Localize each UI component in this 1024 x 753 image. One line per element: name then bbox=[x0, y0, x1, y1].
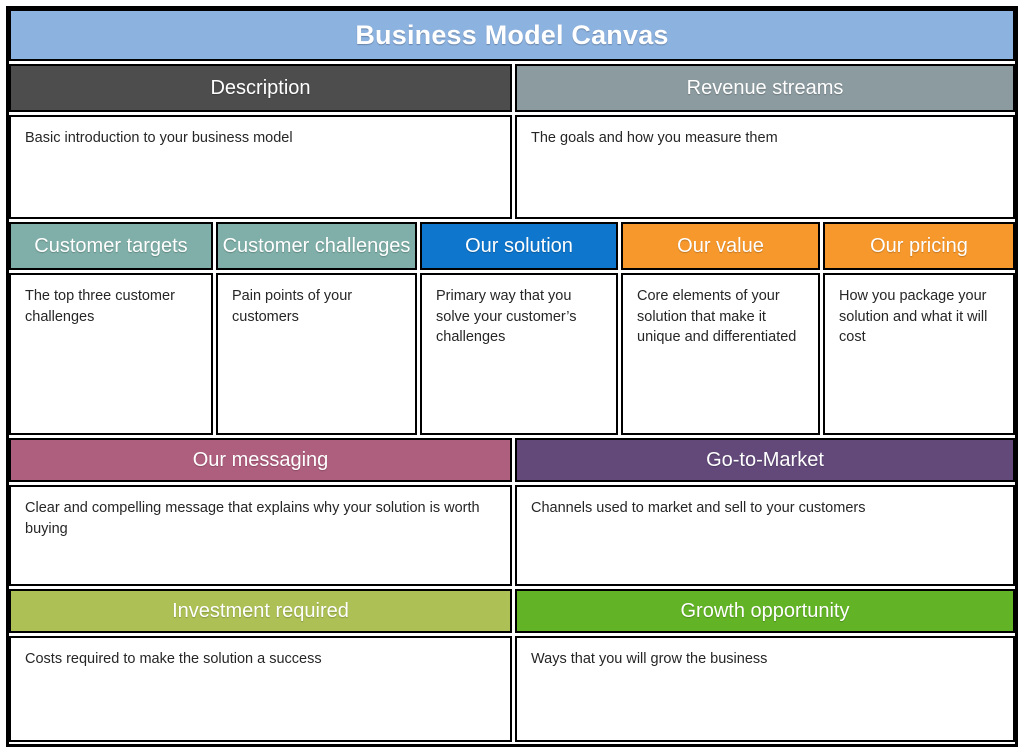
band-messaging-gtm-bodies: Clear and compelling message that explai… bbox=[9, 485, 1015, 586]
band-five-column-bodies: The top three customer challenges Pain p… bbox=[9, 273, 1015, 435]
header-revenue-streams[interactable]: Revenue streams bbox=[515, 64, 1015, 112]
header-customer-targets[interactable]: Customer targets bbox=[9, 222, 213, 270]
header-go-to-market[interactable]: Go-to-Market bbox=[515, 438, 1015, 482]
band-investment-growth-bodies: Costs required to make the solution a su… bbox=[9, 636, 1015, 742]
header-growth-opportunity[interactable]: Growth opportunity bbox=[515, 589, 1015, 633]
canvas-grid: Business Model Canvas Description Revenu… bbox=[9, 9, 1015, 744]
body-our-pricing[interactable]: How you package your solution and what i… bbox=[823, 273, 1015, 435]
body-our-solution[interactable]: Primary way that you solve your customer… bbox=[420, 273, 618, 435]
band-description-revenue-bodies: Basic introduction to your business mode… bbox=[9, 115, 1015, 219]
header-our-pricing[interactable]: Our pricing bbox=[823, 222, 1015, 270]
body-growth-opportunity[interactable]: Ways that you will grow the business bbox=[515, 636, 1015, 742]
band-messaging-gtm-headers: Our messaging Go-to-Market bbox=[9, 438, 1015, 482]
body-investment-required[interactable]: Costs required to make the solution a su… bbox=[9, 636, 512, 742]
page-title: Business Model Canvas bbox=[355, 19, 669, 50]
header-our-value[interactable]: Our value bbox=[621, 222, 820, 270]
header-description[interactable]: Description bbox=[9, 64, 512, 112]
body-customer-targets[interactable]: The top three customer challenges bbox=[9, 273, 213, 435]
band-investment-growth-headers: Investment required Growth opportunity bbox=[9, 589, 1015, 633]
body-revenue-streams[interactable]: The goals and how you measure them bbox=[515, 115, 1015, 219]
header-our-messaging[interactable]: Our messaging bbox=[9, 438, 512, 482]
header-our-solution[interactable]: Our solution bbox=[420, 222, 618, 270]
header-investment-required[interactable]: Investment required bbox=[9, 589, 512, 633]
body-description[interactable]: Basic introduction to your business mode… bbox=[9, 115, 512, 219]
body-our-messaging[interactable]: Clear and compelling message that explai… bbox=[9, 485, 512, 586]
body-go-to-market[interactable]: Channels used to market and sell to your… bbox=[515, 485, 1015, 586]
band-description-revenue-headers: Description Revenue streams bbox=[9, 64, 1015, 112]
body-our-value[interactable]: Core elements of your solution that make… bbox=[621, 273, 820, 435]
header-customer-challenges[interactable]: Customer challenges bbox=[216, 222, 417, 270]
band-five-column-headers: Customer targets Customer challenges Our… bbox=[9, 222, 1015, 270]
canvas-title-bar: Business Model Canvas bbox=[9, 9, 1015, 61]
body-customer-challenges[interactable]: Pain points of your customers bbox=[216, 273, 417, 435]
